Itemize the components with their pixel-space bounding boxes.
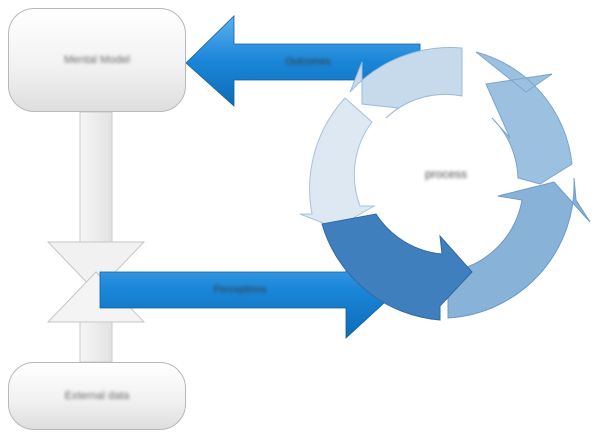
perceptions-label: Perceptions: [213, 284, 267, 296]
outcomes-label: Outcomes: [285, 56, 331, 68]
vertical-connector: [46, 111, 146, 363]
external-data-node: External data: [8, 362, 186, 430]
cycle-segment-light-left: [299, 97, 376, 229]
cycle-segment-mid-bottom: [447, 177, 591, 319]
cycle-segment-light: [349, 47, 463, 119]
cycle-segment-mid-top: [475, 51, 573, 185]
mental-model-label: Mental Model: [63, 54, 131, 66]
process-cycle: [299, 47, 591, 321]
mental-model-node: Mental Model: [8, 8, 186, 112]
process-center-label: process: [424, 167, 468, 181]
external-data-label: External data: [64, 390, 130, 402]
cycle-segment-dark: [321, 213, 473, 321]
